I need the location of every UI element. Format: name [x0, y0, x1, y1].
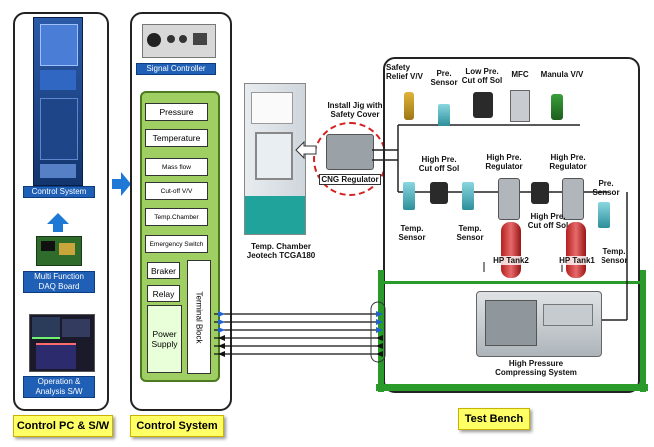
control-system-caption: Control System: [130, 415, 224, 437]
signal-controller-image: [142, 24, 216, 58]
high-pre-regulator-1-icon: [498, 178, 520, 220]
daq-board-image: [36, 236, 82, 266]
control-rack-image: [33, 17, 83, 186]
daq-board-label: Multi Function DAQ Board: [23, 271, 95, 293]
hp-tank-2-label: HP Tank2: [486, 256, 536, 265]
cutoff-valve-module: Cut-off V/V: [145, 182, 208, 200]
pressure-sensor-mid-label: Pre. Sensor: [592, 179, 620, 197]
mfc-icon: [510, 90, 530, 122]
temp-sensor-2-icon: [462, 182, 474, 210]
pressure-sensor-top-icon: [438, 104, 450, 126]
pressure-sensor-top-label: Pre. Sensor: [430, 69, 458, 87]
low-pre-cutoff-sol-icon: [473, 92, 493, 118]
terminal-block: Terminal Block: [187, 260, 211, 374]
manual-valve-icon: [551, 94, 563, 120]
install-jig-label: Install Jig with Safety Cover: [327, 101, 383, 119]
relay-module: Relay: [147, 285, 180, 302]
compressing-system-image: [476, 291, 602, 357]
cutoff-sol-label: High Pre. Cut off Sol: [527, 212, 569, 230]
high-pre-cutoff-sol-label: High Pre. Cut off Sol: [418, 155, 460, 173]
software-screenshot-image: [29, 314, 95, 372]
cng-regulator-label: CNG Regulator: [319, 174, 381, 185]
signal-controller-label: Signal Controller: [136, 63, 216, 75]
high-pre-cutoff-sol-2-icon: [531, 182, 549, 204]
manual-valve-label: Manula V/V: [540, 70, 584, 79]
temp-sensor-3-label: Temp. Sensor: [600, 247, 628, 265]
test-bench-caption: Test Bench: [458, 408, 530, 430]
software-label: Operation & Analysis S/W: [23, 376, 95, 398]
mass-flow-module: Mass flow: [145, 158, 208, 176]
safety-relief-valve-icon: [404, 92, 414, 120]
hp-tank-1-image: [566, 222, 586, 278]
temperature-module: Temperature: [145, 129, 208, 147]
pressure-sensor-mid-icon: [598, 202, 610, 228]
high-pre-regulator-2-label: High Pre. Regulator: [549, 153, 587, 171]
temp-sensor-1-icon: [403, 182, 415, 210]
safety-relief-valve-label: Safety Relief V/V: [386, 63, 423, 81]
emergency-switch-module: Emergency Switch: [145, 235, 208, 253]
compressing-system-label: High Pressure Compressing System: [495, 359, 577, 377]
pressure-module: Pressure: [145, 103, 208, 121]
high-pre-cutoff-sol-icon: [430, 182, 448, 204]
power-supply-module: Power Supply: [147, 305, 182, 373]
cng-regulator-image: [326, 134, 374, 170]
temp-sensor-2-label: Temp. Sensor: [456, 224, 484, 242]
temp-chamber-image: [244, 83, 306, 235]
control-system-label: Control System: [23, 186, 95, 198]
braker-module: Braker: [147, 262, 180, 279]
control-pc-caption: Control PC & S/W: [13, 415, 113, 437]
low-pre-cutoff-sol-label: Low Pre. Cut off Sol: [461, 67, 503, 85]
temp-chamber-label: Temp. Chamber Jeotech TCGA180: [246, 242, 316, 260]
temp-sensor-1-label: Temp. Sensor: [398, 224, 426, 242]
temp-chamber-module: Temp.Chamber: [145, 208, 208, 226]
high-pre-regulator-2-icon: [562, 178, 584, 220]
hp-tank-1-label: HP Tank1: [552, 256, 602, 265]
hp-tank-2-image: [501, 222, 521, 278]
high-pre-regulator-1-label: High Pre. Regulator: [485, 153, 523, 171]
mfc-label: MFC: [511, 70, 529, 79]
